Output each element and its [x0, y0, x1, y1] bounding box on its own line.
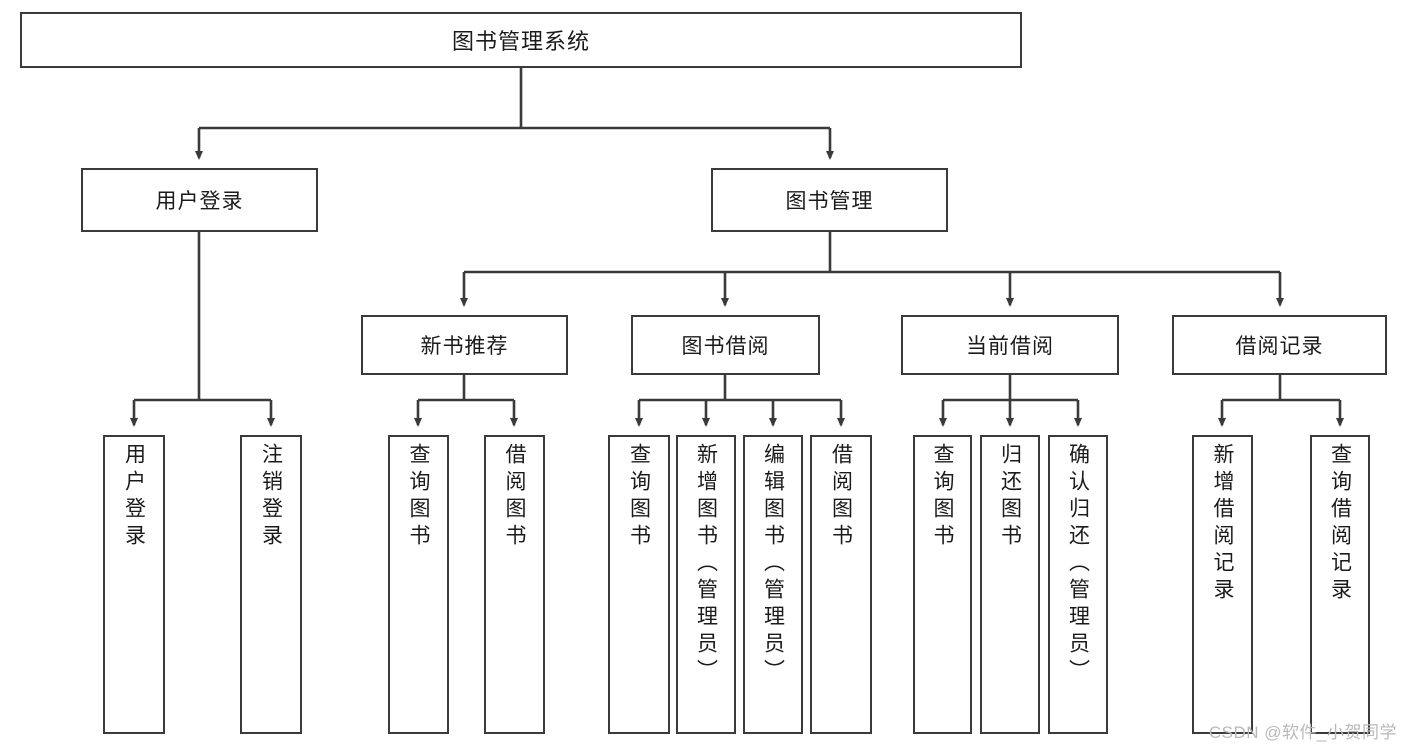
leaf-add-book-admin[interactable]: 新增图书（管理员）: [676, 435, 736, 734]
leaf-logout-label: 注销登录: [259, 443, 283, 551]
node-current-borrow[interactable]: 当前借阅: [901, 315, 1119, 375]
leaf-borrow-book-label: 借阅图书: [829, 443, 853, 551]
node-current-borrow-label: 当前借阅: [966, 335, 1054, 358]
leaf-borrow-book-recommend-label: 借阅图书: [503, 443, 526, 551]
leaf-query-book-recommend[interactable]: 查询图书: [388, 435, 449, 734]
leaf-confirm-return-admin-label: 确认归还（管理员）: [1066, 443, 1090, 686]
node-root-label: 图书管理系统: [451, 29, 590, 54]
leaf-user-login[interactable]: 用户登录: [103, 435, 165, 734]
leaf-query-book-borrow[interactable]: 查询图书: [608, 435, 670, 734]
node-user-login[interactable]: 用户登录: [81, 168, 318, 232]
leaf-add-book-admin-label: 新增图书（管理员）: [694, 443, 718, 686]
leaf-user-login-label: 用户登录: [122, 443, 146, 551]
leaf-return-book-label: 归还图书: [998, 443, 1022, 551]
node-book-management[interactable]: 图书管理: [711, 168, 948, 232]
leaf-confirm-return-admin[interactable]: 确认归还（管理员）: [1048, 435, 1108, 734]
node-new-book-recommend[interactable]: 新书推荐: [361, 315, 568, 375]
leaf-logout[interactable]: 注销登录: [240, 435, 302, 734]
leaf-borrow-book-recommend[interactable]: 借阅图书: [484, 435, 545, 734]
node-user-login-label: 用户登录: [155, 190, 244, 213]
leaf-borrow-book[interactable]: 借阅图书: [810, 435, 872, 734]
leaf-query-book-recommend-label: 查询图书: [407, 443, 430, 551]
leaf-query-book-borrow-label: 查询图书: [627, 443, 651, 551]
leaf-query-borrow-record[interactable]: 查询借阅记录: [1310, 435, 1370, 734]
leaf-edit-book-admin-label: 编辑图书（管理员）: [761, 443, 785, 686]
leaf-query-book-current-label: 查询图书: [931, 443, 954, 551]
leaf-add-borrow-record[interactable]: 新增借阅记录: [1192, 435, 1253, 734]
node-book-management-label: 图书管理: [785, 190, 874, 213]
leaf-query-borrow-record-label: 查询借阅记录: [1328, 443, 1352, 605]
leaf-query-book-current[interactable]: 查询图书: [913, 435, 972, 734]
node-book-borrow[interactable]: 图书借阅: [631, 315, 820, 375]
leaf-add-borrow-record-label: 新增借阅记录: [1211, 443, 1234, 605]
leaf-edit-book-admin[interactable]: 编辑图书（管理员）: [743, 435, 803, 734]
leaf-return-book[interactable]: 归还图书: [980, 435, 1040, 734]
node-root[interactable]: 图书管理系统: [20, 12, 1022, 68]
node-borrow-records[interactable]: 借阅记录: [1172, 315, 1387, 375]
node-new-book-recommend-label: 新书推荐: [420, 335, 509, 358]
watermark: CSDN @软件_小贺同学: [1208, 723, 1397, 742]
node-book-borrow-label: 图书借阅: [681, 335, 770, 358]
node-borrow-records-label: 借阅记录: [1235, 335, 1324, 358]
